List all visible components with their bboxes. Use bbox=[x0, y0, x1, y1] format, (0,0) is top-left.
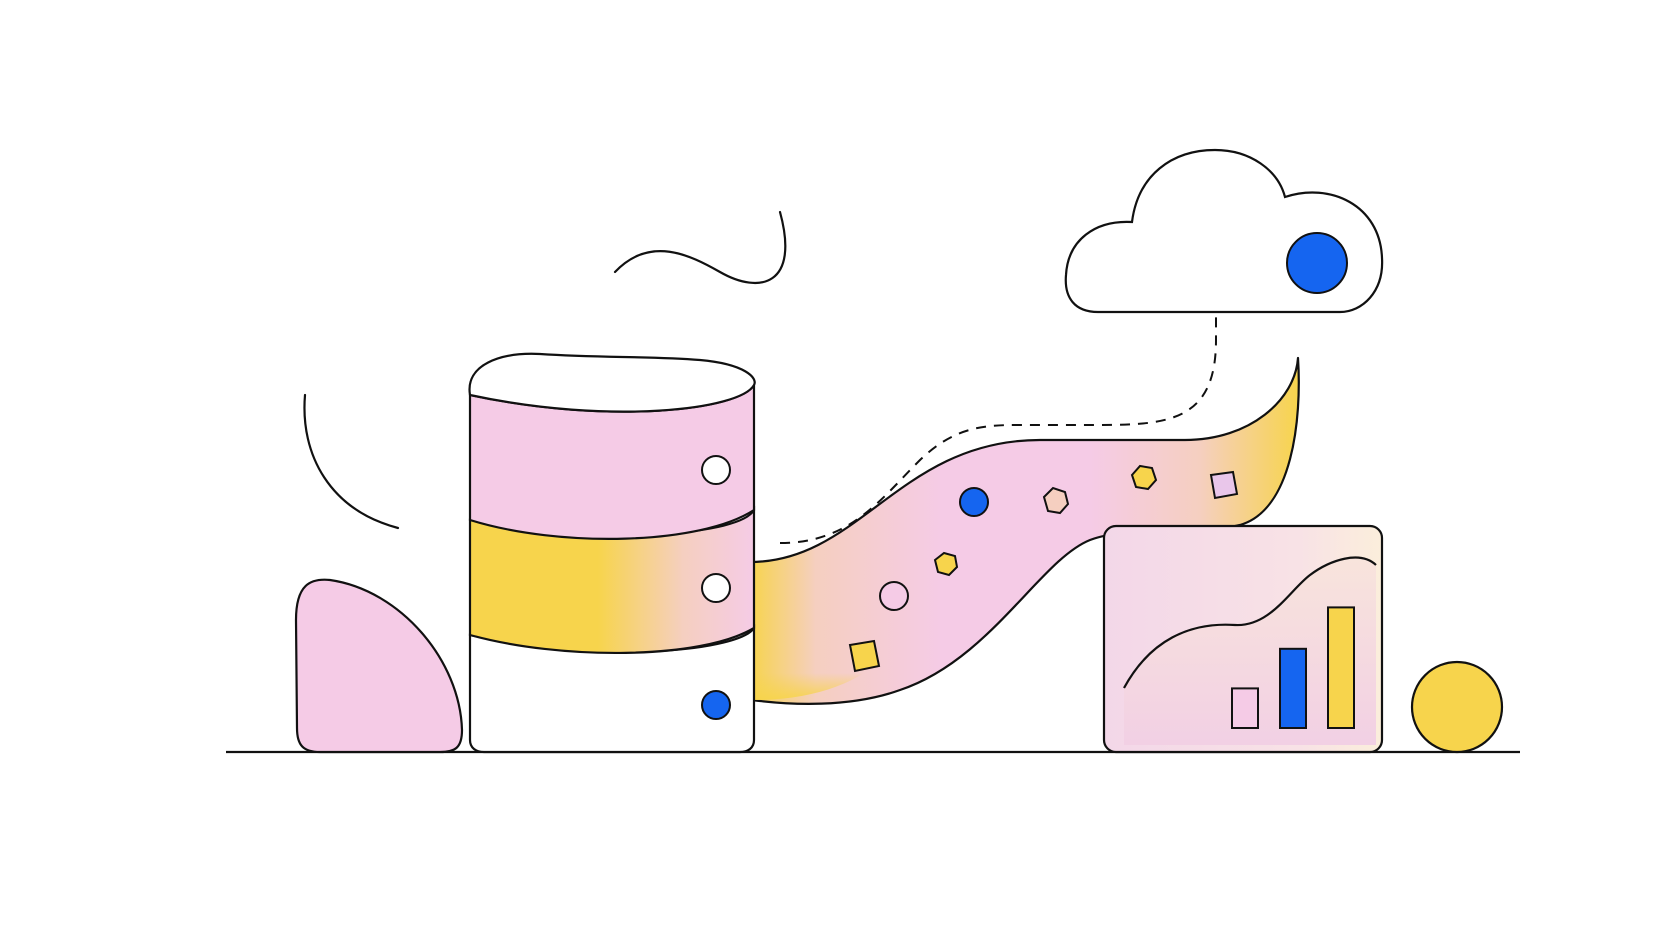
stream-ribbon bbox=[748, 356, 1300, 705]
pink-blob bbox=[294, 578, 464, 754]
arc-stroke bbox=[303, 393, 400, 530]
database-cap bbox=[468, 352, 756, 413]
chart-area bbox=[1124, 557, 1376, 745]
database-indicator-top bbox=[701, 455, 731, 485]
stream-particle bbox=[1209, 470, 1239, 500]
bar-chart-icon bbox=[1102, 524, 1384, 754]
stream-particle bbox=[933, 551, 959, 577]
squiggle-stroke bbox=[613, 210, 787, 285]
database-indicator-middle bbox=[701, 573, 731, 603]
stream-particle bbox=[1130, 464, 1158, 491]
stream-particle bbox=[879, 581, 909, 611]
stream-particle bbox=[959, 487, 989, 517]
database-indicator-bottom bbox=[701, 690, 731, 720]
chart-bar-3 bbox=[1327, 606, 1355, 730]
stream-particle bbox=[1042, 486, 1070, 515]
chart-bar-1 bbox=[1231, 687, 1259, 730]
chart-bars bbox=[1231, 606, 1355, 730]
stream-particle bbox=[848, 639, 881, 673]
chart-bar-2 bbox=[1279, 647, 1307, 729]
cloud-icon bbox=[1064, 148, 1384, 314]
yellow-sphere bbox=[1410, 660, 1504, 754]
data-stream bbox=[748, 356, 1300, 705]
cloud-status-dot bbox=[1286, 232, 1348, 294]
database-icon bbox=[468, 352, 756, 754]
chart-area-line bbox=[1123, 556, 1377, 689]
dashed-connector bbox=[779, 312, 1217, 544]
